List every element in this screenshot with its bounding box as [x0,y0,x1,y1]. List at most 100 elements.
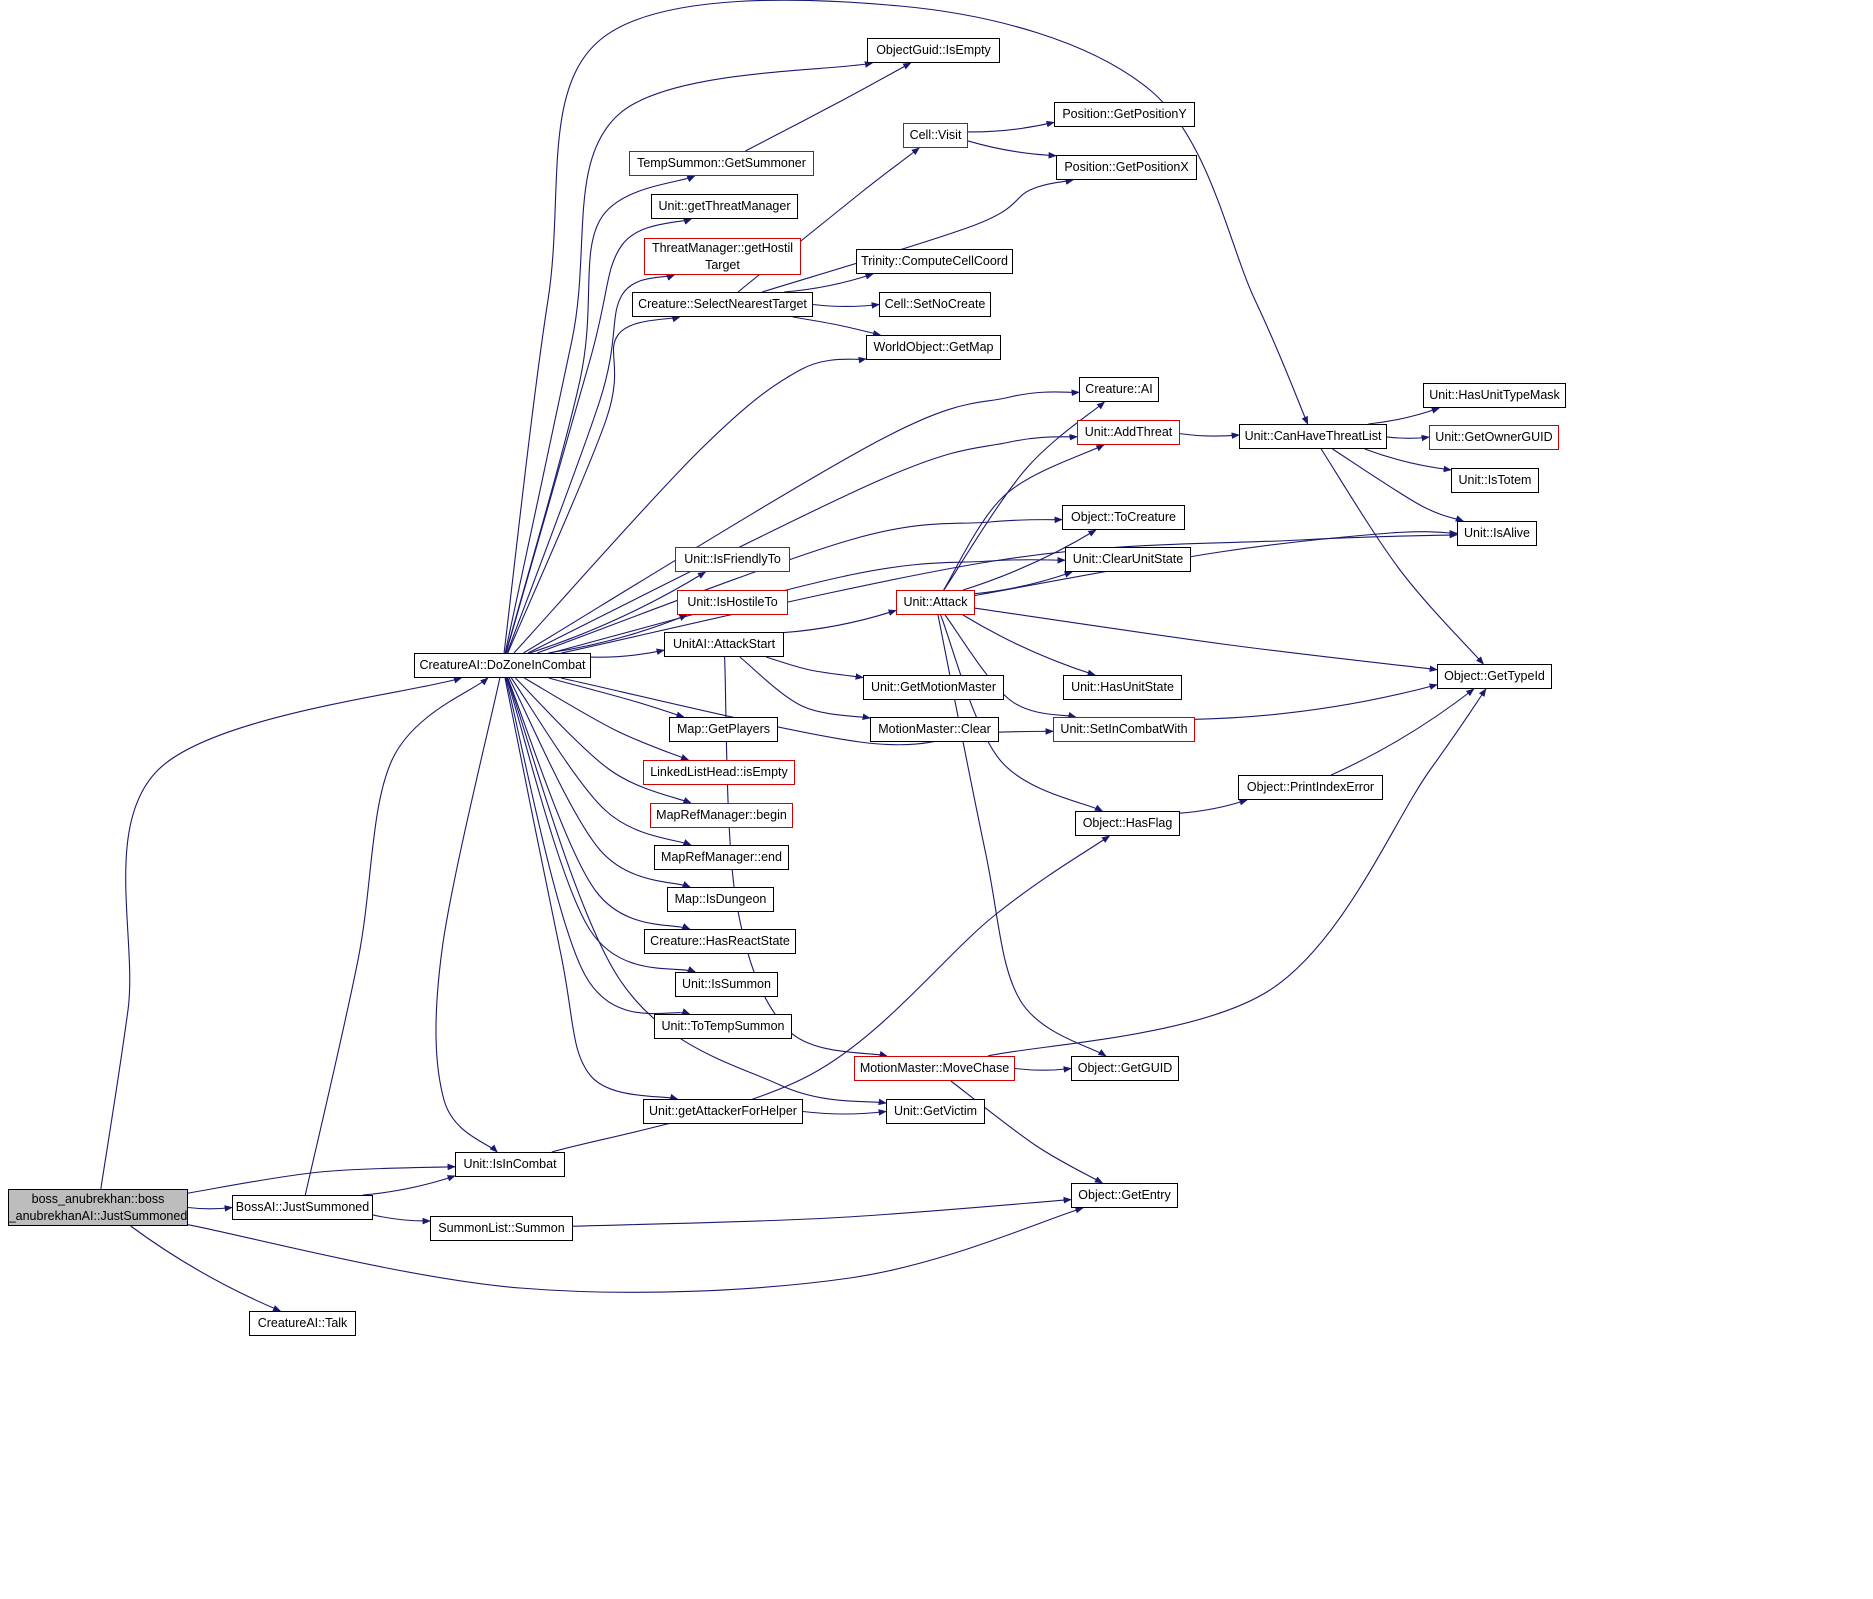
node-getvictim[interactable]: Unit::GetVictim [886,1099,985,1124]
edge-attackstart-attack [783,609,897,634]
edge-canhavethreat-gettypeid [1320,448,1484,665]
edge-dozone-selectnearest [507,315,681,654]
edge-bossai-dozone [304,677,489,1196]
edge-dozone-totempsummon [505,677,691,1015]
edge-addthreat-canhavethreat [1179,432,1240,439]
edge-attackstart-mmclear [739,656,871,721]
node-getthreatmgr[interactable]: Unit::getThreatManager [651,194,798,219]
node-getposx[interactable]: Position::GetPositionX [1056,155,1197,180]
edge-printindexerror-gettypeid [1330,688,1475,776]
node-getmap[interactable]: WorldObject::GetMap [866,335,1001,360]
edge-movechase-gettypeid [987,688,1487,1057]
edge-dozone-mrend [510,677,692,846]
node-gethostiltarget[interactable]: ThreatManager::getHostil Target [644,238,801,275]
node-addthreat[interactable]: Unit::AddThreat [1077,420,1180,445]
edge-selectnearest-setnocreate [812,302,880,309]
node-ishostileto[interactable]: Unit::IsHostileTo [677,590,788,615]
node-talk[interactable]: CreatureAI::Talk [249,1311,356,1336]
edge-canhavethreat-istotem [1364,448,1452,473]
node-setnocreate[interactable]: Cell::SetNoCreate [879,292,991,317]
edge-attack-clearunitstate [974,571,1073,595]
node-dozone[interactable]: CreatureAI::DoZoneInCombat [414,653,591,678]
node-hasreactstate[interactable]: Creature::HasReactState [644,929,796,954]
node-issummon[interactable]: Unit::IsSummon [675,972,778,997]
node-getmotionmaster[interactable]: Unit::GetMotionMaster [863,675,1004,700]
node-cellvisit[interactable]: Cell::Visit [903,123,968,148]
edge-dozone-isfriendlyto [529,571,707,654]
edge-setincombatwith-gettypeid [1194,683,1438,720]
node-isfriendlyto[interactable]: Unit::IsFriendlyTo [675,547,790,572]
node-clearunitstate[interactable]: Unit::ClearUnitState [1065,547,1191,572]
node-getattackerforhelper[interactable]: Unit::getAttackerForHelper [643,1099,803,1124]
node-printindexerror[interactable]: Object::PrintIndexError [1238,775,1383,800]
edge-root-isincombat [187,1163,456,1194]
node-mmclear[interactable]: MotionMaster::Clear [870,717,999,742]
edge-dozone-ishostileto [548,614,688,654]
edge-dozone-getattackerforhelper [504,677,679,1101]
edge-dozone-setincombatwith [560,677,1054,746]
node-bossai[interactable]: BossAI::JustSummoned [232,1195,373,1220]
node-creatureai[interactable]: Creature::AI [1079,377,1159,402]
edge-dozone-getplayers [548,677,685,718]
node-computecellcoord[interactable]: Trinity::ComputeCellCoord [856,249,1013,274]
node-isalive[interactable]: Unit::IsAlive [1457,521,1537,546]
edge-selectnearest-computecellcoord [784,273,874,293]
node-totempsummon[interactable]: Unit::ToTempSummon [654,1014,792,1039]
edge-dozone-clearunitstate [550,556,1066,654]
node-root: boss_anubrekhan::boss _anubrekhanAI::Jus… [8,1189,188,1226]
node-mrbegin[interactable]: MapRefManager::begin [650,803,793,828]
edge-bossai-summon [372,1214,431,1225]
edge-getattackerforhelper-getvictim [802,1109,887,1116]
edge-dozone-gethostiltarget [506,274,675,654]
node-movechase[interactable]: MotionMaster::MoveChase [854,1056,1015,1081]
node-tocreature[interactable]: Object::ToCreature [1062,505,1185,530]
edge-attack-creatureai [943,401,1106,591]
edge-attack-hasflag [940,614,1104,812]
edge-summon-getentry [572,1196,1072,1227]
node-setincombatwith[interactable]: Unit::SetInCombatWith [1053,717,1195,742]
node-gettypeid[interactable]: Object::GetTypeId [1437,664,1552,689]
node-getentry[interactable]: Object::GetEntry [1071,1183,1178,1208]
edge-dozone-attackstart [590,648,665,658]
node-istotem[interactable]: Unit::IsTotem [1451,468,1539,493]
edge-dozone-creatureai [523,389,1080,654]
node-attackstart[interactable]: UnitAI::AttackStart [664,632,784,657]
edge-dozone-mrbegin [514,677,692,804]
edge-dozone-isincombat [435,677,501,1153]
edge-dozone-llisempty [524,677,690,761]
node-isincombat[interactable]: Unit::IsInCombat [455,1152,565,1177]
edge-cellvisit-getposx [967,140,1057,159]
node-getsummoner[interactable]: TempSummon::GetSummoner [629,151,814,176]
node-getposy[interactable]: Position::GetPositionY [1054,102,1195,127]
node-hasunitstate[interactable]: Unit::HasUnitState [1063,675,1182,700]
node-guidisempty[interactable]: ObjectGuid::IsEmpty [867,38,1000,63]
edge-dozone-issummon [506,677,696,973]
node-hasflag[interactable]: Object::HasFlag [1075,811,1180,836]
node-getplayers[interactable]: Map::GetPlayers [669,717,778,742]
node-selectnearest[interactable]: Creature::SelectNearestTarget [632,292,813,317]
edge-attack-tocreature [962,529,1097,591]
node-hasunittypemask[interactable]: Unit::HasUnitTypeMask [1423,383,1566,408]
edge-root-getentry [187,1206,1084,1293]
edge-movechase-getentry [950,1080,1104,1184]
node-summon[interactable]: SummonList::Summon [430,1216,573,1241]
node-isdungeon[interactable]: Map::IsDungeon [667,887,774,912]
node-getguid[interactable]: Object::GetGUID [1071,1056,1179,1081]
node-mrend[interactable]: MapRefManager::end [654,845,789,870]
edge-movechase-getguid [1014,1066,1072,1073]
edge-canhavethreat-isalive [1332,448,1465,522]
edge-cellvisit-getposy [967,120,1055,133]
edge-attack-getguid [937,614,1107,1057]
node-attack[interactable]: Unit::Attack [896,590,975,615]
node-llisempty[interactable]: LinkedListHead::isEmpty [643,760,795,785]
edge-root-bossai [187,1205,233,1212]
edge-attack-isalive [974,529,1458,597]
node-getownerguid[interactable]: Unit::GetOwnerGUID [1429,425,1559,450]
edge-dozone-guidisempty [504,61,874,654]
node-canhavethreat[interactable]: Unit::CanHaveThreatList [1239,424,1387,449]
edge-isincombat-hasflag [551,835,1111,1153]
edge-selectnearest-getmap [792,316,882,337]
